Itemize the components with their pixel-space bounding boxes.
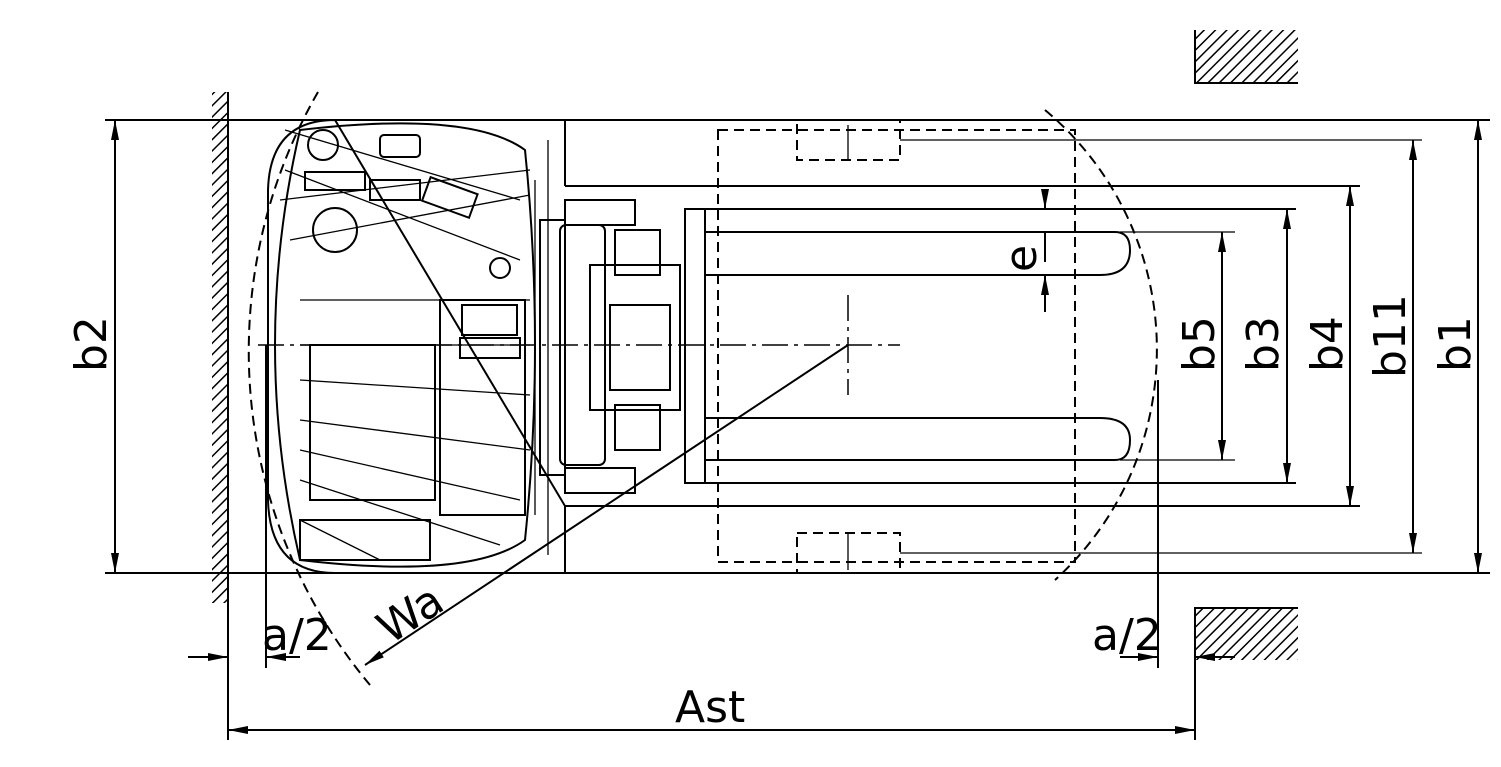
dimension-lines [111, 120, 1482, 740]
label-b2: b2 [66, 316, 117, 372]
forks [704, 209, 1132, 483]
label-b5: b5 [1174, 316, 1225, 372]
right-wall-bottom [1194, 607, 1298, 660]
label-b3: b3 [1238, 316, 1289, 372]
truck-body [267, 118, 706, 574]
label-ast: Ast [675, 682, 745, 733]
label-a-half-left: a/2 [262, 610, 332, 661]
label-a-half-right: a/2 [1092, 610, 1162, 661]
load-outline [247, 91, 1158, 686]
left-wall [212, 92, 229, 603]
right-wall-top [1194, 30, 1298, 84]
label-b11: b11 [1365, 294, 1416, 378]
label-e: e [996, 245, 1047, 272]
label-wa: Wa [368, 575, 453, 655]
label-b1: b1 [1430, 316, 1481, 372]
label-b4: b4 [1302, 316, 1353, 372]
centerlines [258, 295, 900, 666]
